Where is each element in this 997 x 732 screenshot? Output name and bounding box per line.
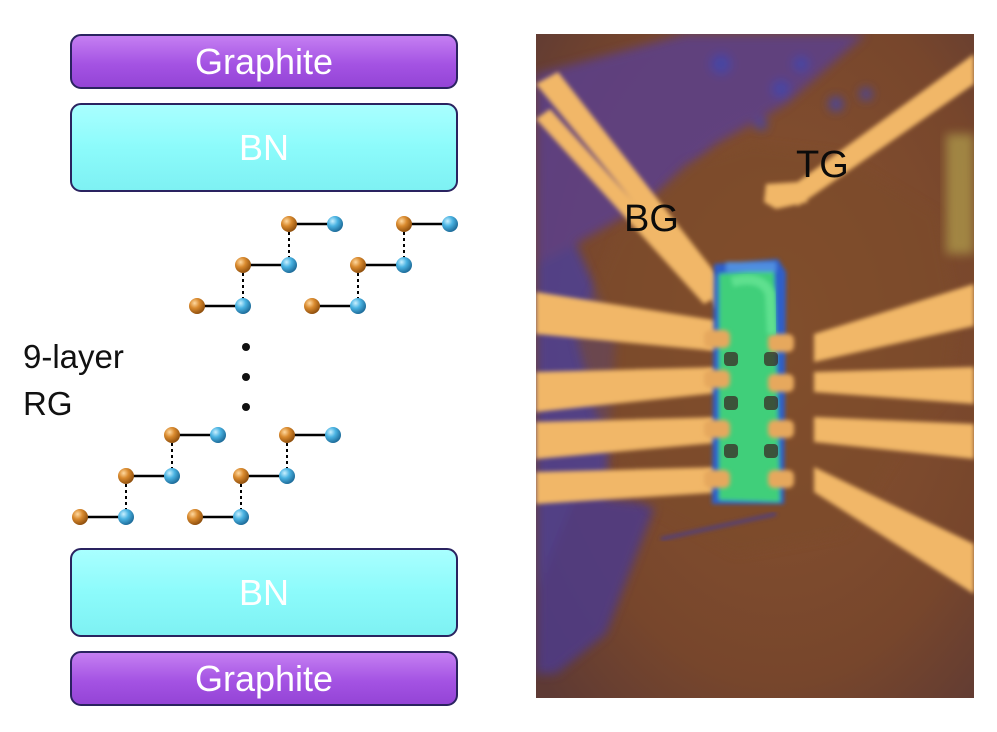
top-bn-label: BN <box>238 126 289 168</box>
atom-a-icon <box>281 216 297 232</box>
atom-a-icon <box>233 468 249 484</box>
bottom-bn-layer: BN <box>70 548 458 637</box>
atom-a-icon <box>304 298 320 314</box>
edge-glow <box>946 134 974 254</box>
atom-a-icon <box>164 427 180 443</box>
atom-a-icon <box>118 468 134 484</box>
atom-b-icon <box>281 257 297 273</box>
contact-gaps <box>724 352 778 458</box>
top-graphite-label: Graphite <box>194 40 334 82</box>
rhombohedral-lattice-diagram <box>72 216 458 525</box>
stack-label: 9-layer RG <box>23 333 124 427</box>
atom-a-icon <box>396 216 412 232</box>
stack-label-line2: RG <box>23 385 73 422</box>
atom-b-icon <box>279 468 295 484</box>
atom-b-icon <box>233 509 249 525</box>
bottom-bn-label: BN <box>238 571 289 613</box>
atom-b-icon <box>350 298 366 314</box>
atom-b-icon <box>235 298 251 314</box>
top-gate-label: TG <box>796 144 849 186</box>
contact-fingers <box>704 330 794 488</box>
atom-b-icon <box>210 427 226 443</box>
atom-b-icon <box>327 216 343 232</box>
atom-a-icon <box>350 257 366 273</box>
atom-a-icon <box>72 509 88 525</box>
scratch-line <box>660 512 777 541</box>
device-micrograph <box>536 34 974 698</box>
bottom-gate-label: BG <box>624 198 679 240</box>
atom-a-icon <box>279 427 295 443</box>
ellipsis-dots-icon <box>242 343 250 411</box>
lattice-atoms <box>72 216 458 525</box>
lattice-bonds <box>80 222 450 519</box>
atom-a-icon <box>187 509 203 525</box>
atom-b-icon <box>442 216 458 232</box>
bottom-graphite-label: Graphite <box>194 657 334 699</box>
atom-b-icon <box>325 427 341 443</box>
atom-a-icon <box>235 257 251 273</box>
atom-a-icon <box>189 298 205 314</box>
top-bn-layer: BN <box>70 103 458 192</box>
atom-b-icon <box>396 257 412 273</box>
top-graphite-layer: Graphite <box>70 34 458 89</box>
stack-label-line1: 9-layer <box>23 338 124 375</box>
atom-b-icon <box>164 468 180 484</box>
bottom-graphite-layer: Graphite <box>70 651 458 706</box>
atom-b-icon <box>118 509 134 525</box>
gate-strip <box>730 274 777 335</box>
